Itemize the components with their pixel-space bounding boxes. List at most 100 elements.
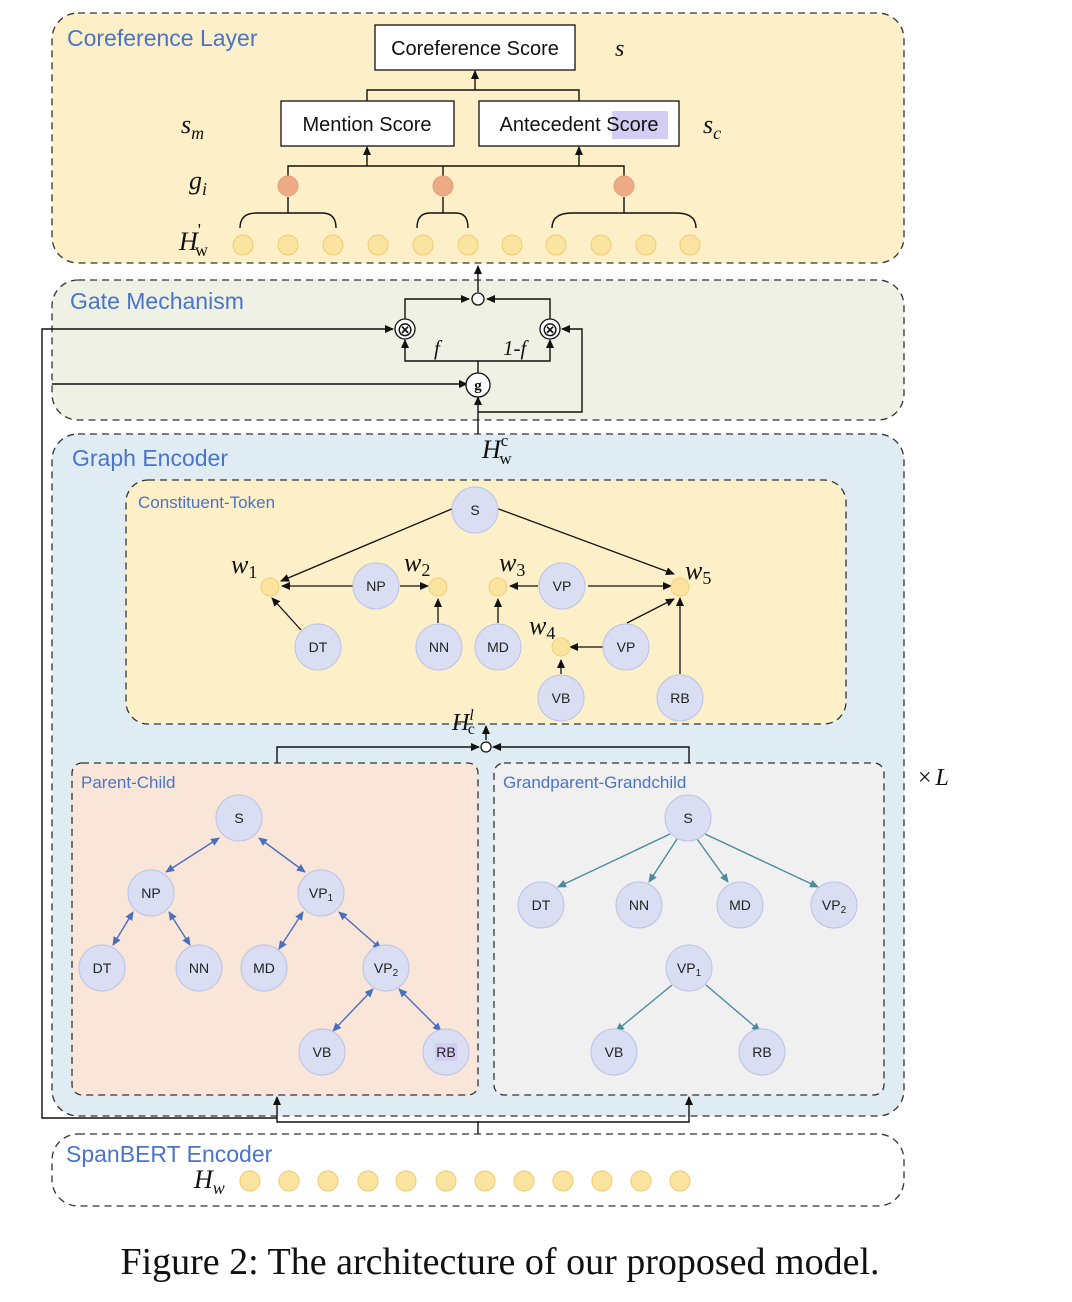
otimes-left: ⊗	[397, 319, 414, 341]
span-node	[277, 175, 299, 197]
gg-nodes: S DT NN MD VP2 VP1 VB RB	[517, 794, 858, 1076]
symbol-s-m: sm	[181, 110, 204, 143]
gg-node-s-label: S	[683, 810, 692, 826]
ct-node-md	[474, 623, 522, 671]
antecedent-score-label: Antecedent Score	[500, 114, 659, 136]
ct-node-s-label: S	[470, 502, 479, 518]
gg-node-vb	[590, 1028, 638, 1076]
pc-node-vp2-label: VP2	[374, 960, 399, 979]
pc-node-rb-label: RB	[436, 1044, 455, 1060]
spanbert-encoder-title: SpanBERT Encoder	[66, 1141, 273, 1167]
gate-multiply-right	[539, 318, 561, 340]
repeat-l-label: ×L	[918, 765, 949, 791]
token-w4	[551, 637, 571, 657]
ct-node-rb	[656, 674, 704, 722]
ct-node-vp2-label: VP	[617, 639, 636, 655]
ct-node-dt-label: DT	[309, 639, 328, 655]
token-w4-label: w4	[529, 611, 555, 643]
gg-node-vp2-label: VP2	[822, 897, 847, 916]
pc-node-md	[240, 944, 288, 992]
gg-node-md-label: MD	[729, 897, 751, 913]
pc-node-np	[127, 869, 175, 917]
gg-node-rb-label: RB	[752, 1044, 771, 1060]
gate-one-minus-f-label: 1-f	[503, 336, 529, 360]
ct-constituent-nodes: S NP VP DT NN MD VP VB RB	[294, 486, 704, 722]
ct-node-vb	[537, 674, 585, 722]
gg-node-dt	[517, 881, 565, 929]
gg-node-rb	[738, 1028, 786, 1076]
token-w5-label: w5	[685, 556, 711, 588]
pc-node-vp1-label: VP1	[309, 885, 334, 904]
pc-node-s	[215, 794, 263, 842]
merge-node	[480, 741, 492, 753]
gate-multiply-left	[394, 318, 416, 340]
ct-node-np-label: NP	[366, 578, 385, 594]
symbol-g-i: gi	[189, 166, 207, 199]
gg-node-vp1	[665, 944, 713, 992]
gg-node-vb-label: VB	[605, 1044, 624, 1060]
token-w1	[260, 577, 280, 597]
pc-nodes: S NP VP1 DT NN MD VP2 VB RB	[78, 794, 470, 1076]
gg-node-s	[664, 794, 712, 842]
pc-node-dt-label: DT	[93, 960, 112, 976]
gg-edges	[557, 833, 819, 1032]
grandparent-grandchild-title: Grandparent-Grandchild	[503, 773, 686, 792]
ct-node-md-label: MD	[487, 639, 509, 655]
ct-node-nn-label: NN	[429, 639, 449, 655]
otimes-right: ⊗	[542, 319, 559, 341]
gate-connectors	[41, 265, 583, 1119]
ct-node-np	[352, 562, 400, 610]
token-w3-label: w3	[499, 548, 525, 580]
token-w1-label: w1	[231, 550, 257, 582]
gg-node-nn	[615, 881, 663, 929]
gate-g-label: g	[474, 378, 482, 394]
figure-caption: Figure 2: The architecture of our propos…	[120, 1241, 880, 1283]
pc-node-dt	[78, 944, 126, 992]
ct-node-nn	[415, 623, 463, 671]
pc-node-s-label: S	[234, 810, 243, 826]
symbol-s: s	[615, 36, 624, 62]
gg-node-vp1-label: VP1	[677, 960, 702, 979]
graph-encoder-title: Graph Encoder	[72, 445, 228, 471]
pc-edges	[112, 837, 442, 1032]
symbol-h-w: Hw	[193, 1165, 225, 1198]
gg-node-md	[716, 881, 764, 929]
ct-node-vb-label: VB	[552, 690, 571, 706]
span-node	[432, 175, 454, 197]
pc-node-vp1	[297, 869, 345, 917]
coreference-layer-title: Coreference Layer	[67, 25, 258, 51]
h-w-token-row	[239, 1170, 691, 1192]
gate-g-node	[465, 372, 491, 398]
parent-child-title: Parent-Child	[81, 773, 176, 792]
gate-mechanism-title: Gate Mechanism	[70, 288, 244, 314]
antecedent-score-highlight	[612, 111, 668, 139]
ct-edges	[271, 507, 684, 674]
ct-node-dt	[294, 623, 342, 671]
gate-combine-node	[471, 292, 485, 306]
symbol-h-w-prime: H'w	[178, 220, 208, 260]
pc-node-md-label: MD	[253, 960, 275, 976]
pc-node-vb	[298, 1028, 346, 1076]
pc-node-vp2	[362, 944, 410, 992]
token-w2	[428, 577, 448, 597]
span-node	[613, 175, 635, 197]
token-w3	[488, 577, 508, 597]
pc-node-nn	[175, 944, 223, 992]
ct-node-rb-label: RB	[670, 690, 689, 706]
mention-score-label: Mention Score	[303, 114, 432, 136]
coreference-score-box	[374, 24, 576, 71]
score-connectors	[239, 70, 697, 229]
ct-node-vp-label: VP	[553, 578, 572, 594]
pc-node-vb-label: VB	[313, 1044, 332, 1060]
ct-node-vp2	[602, 623, 650, 671]
ct-node-s	[451, 486, 499, 534]
pc-node-nn-label: NN	[189, 960, 209, 976]
merge-connectors	[273, 725, 693, 1134]
parent-child-panel	[71, 762, 479, 1096]
token-w5	[670, 577, 690, 597]
pc-node-np-label: NP	[141, 885, 160, 901]
ct-node-vp	[538, 562, 586, 610]
